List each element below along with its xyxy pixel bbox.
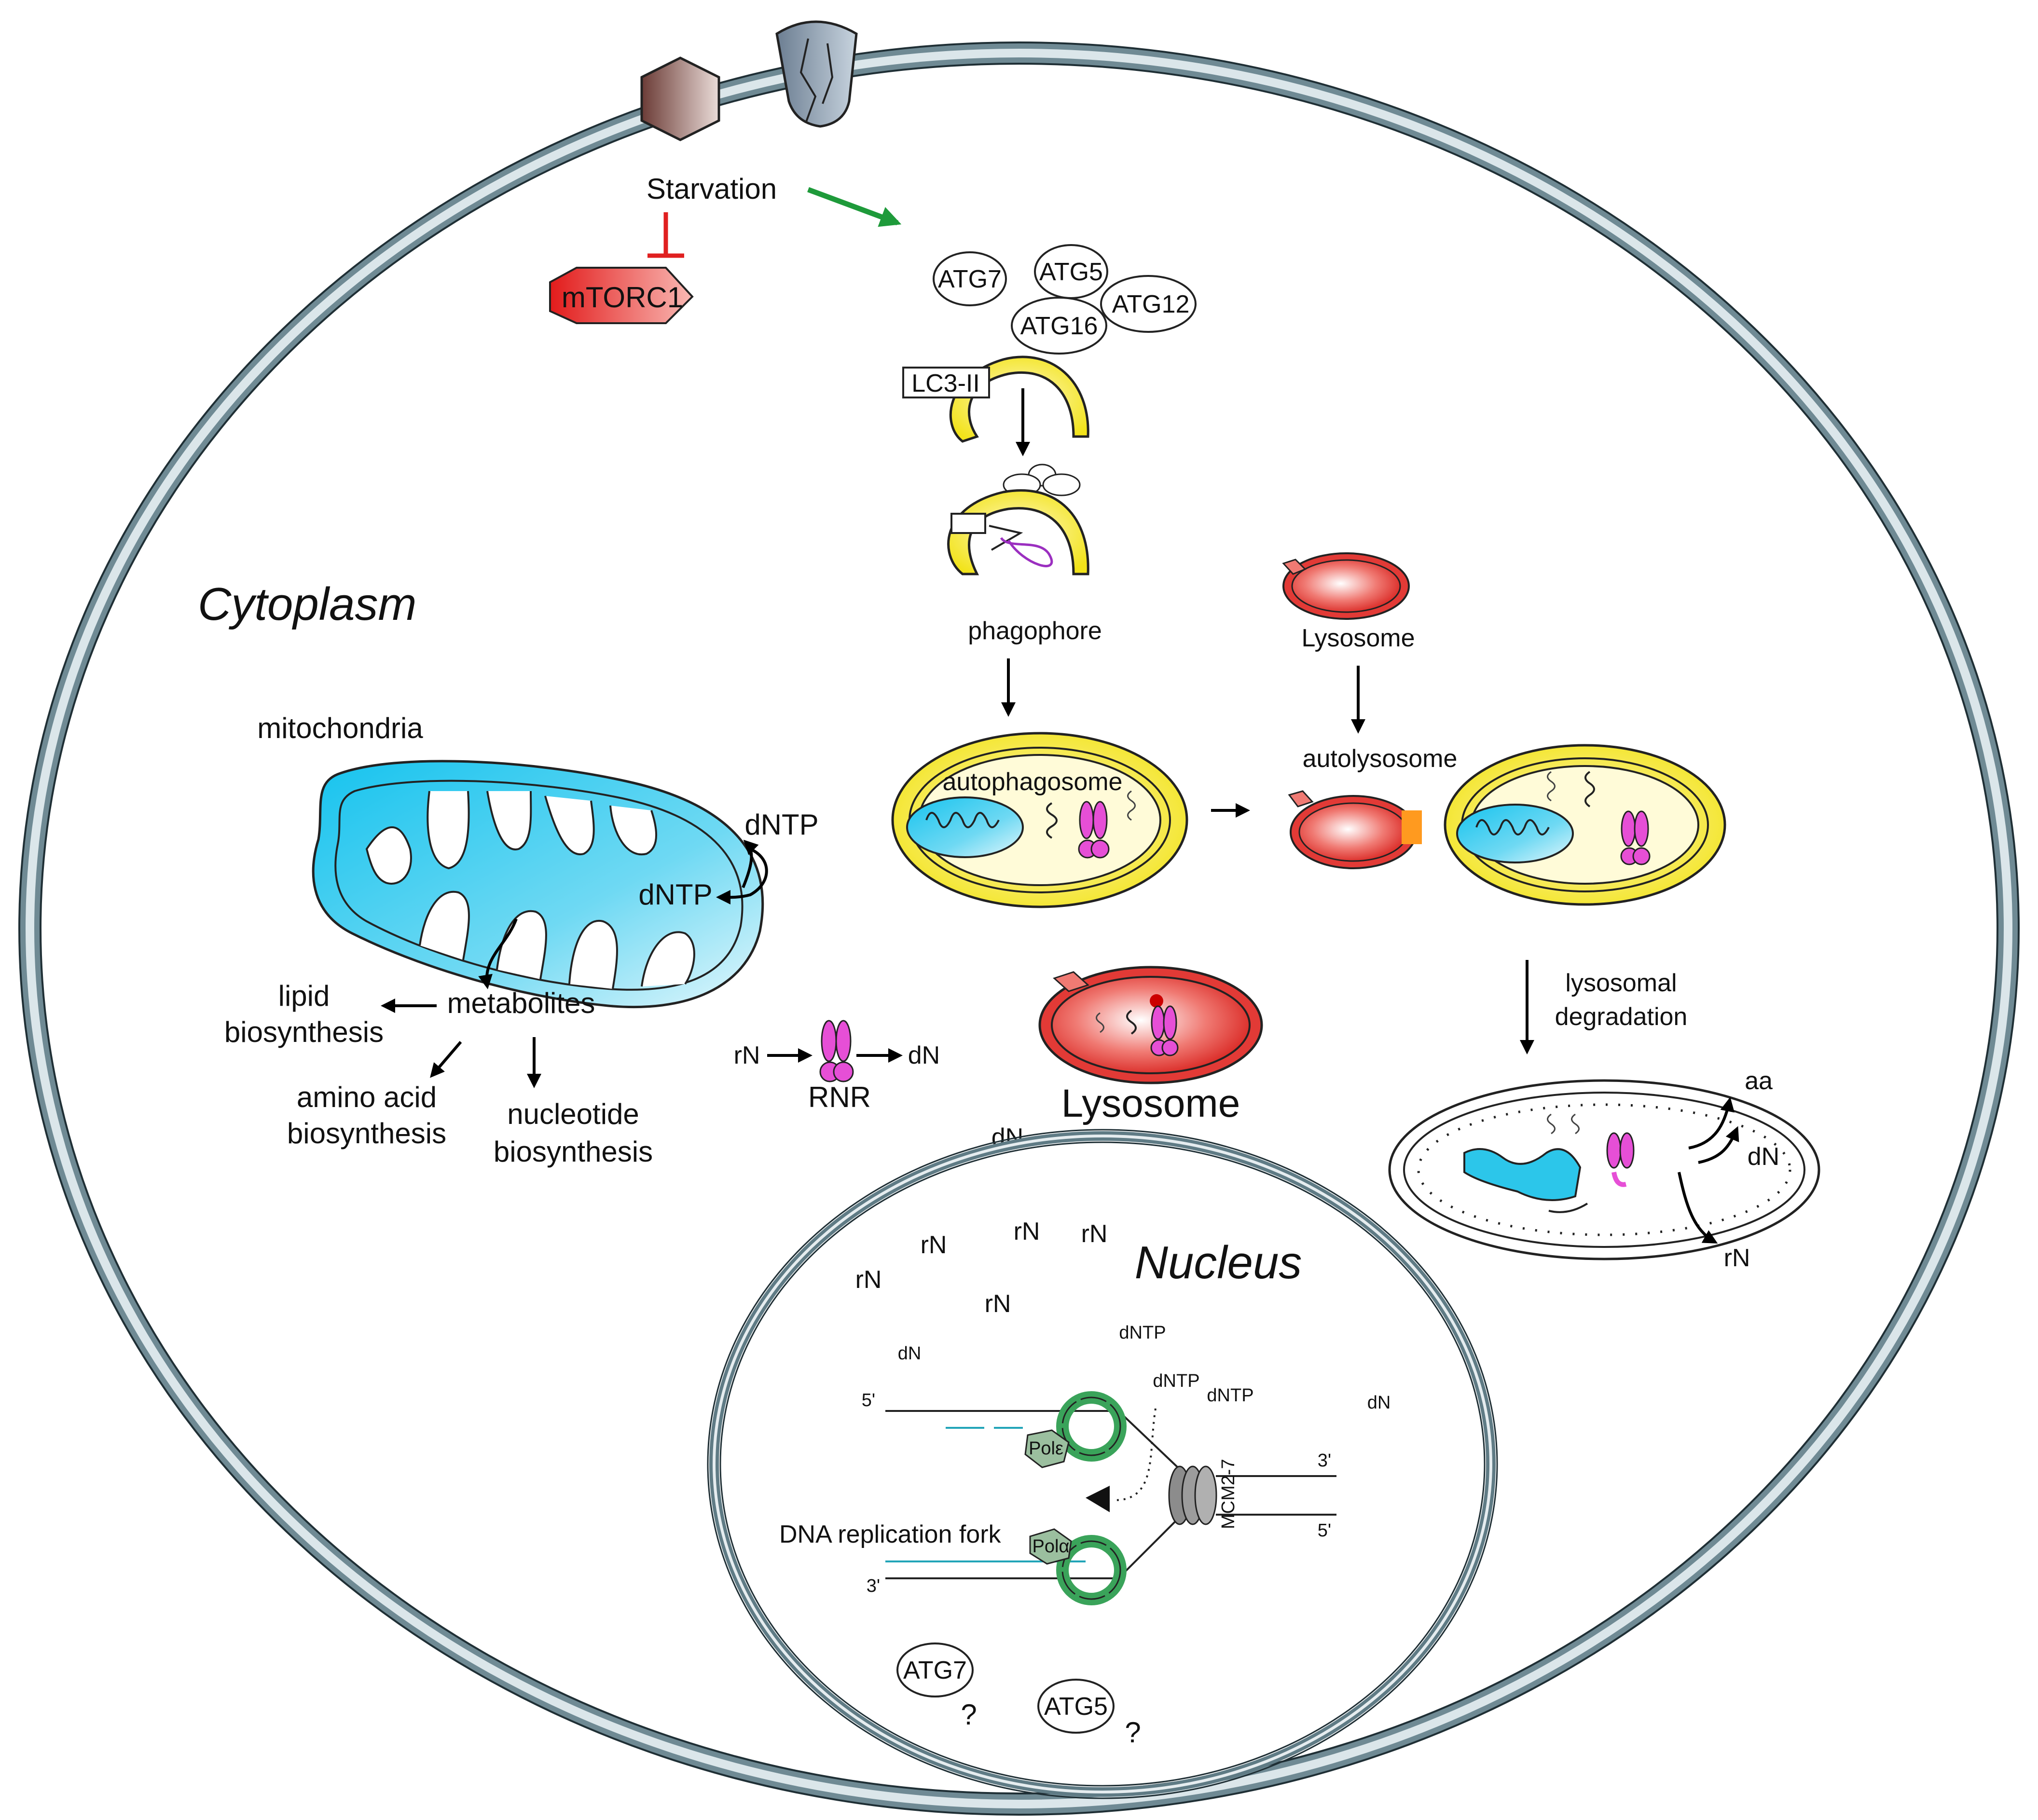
atg12-protein: ATG12 [1100,275,1197,333]
nuclear-envelope [707,1129,1498,1799]
strand-3prime-left: 3' [867,1576,880,1596]
lysosome-middle-label: Lysosome [1061,1081,1240,1125]
atg16-protein: ATG16 [1011,297,1107,355]
nucleus-dntp-1: dNTP [1119,1323,1166,1343]
nucleus-dntp-3: dNTP [1207,1385,1253,1406]
autophagosome: autophagosome [891,732,1188,908]
lipid-label-2: biosynthesis [224,1016,384,1048]
rnr-label: RNR [808,1081,871,1113]
atg16-label: ATG16 [1020,312,1098,340]
nuclear-atg7-label: ATG7 [903,1656,967,1684]
phagophore-label: phagophore [968,617,1102,645]
mito-dntp-outer-label: dNTP [744,808,818,841]
atg12-label: ATG12 [1112,290,1190,318]
membrane-channel-icon [775,20,858,128]
nucleus-dn-1: dN [898,1343,922,1364]
amino-acid-label-2: biosynthesis [287,1117,446,1149]
degradation-label-2: degradation [1555,1003,1688,1031]
engulfed-rnr [1078,801,1110,859]
degradation-label-1: lysosomal [1565,969,1677,997]
nucleus-rn-5: rN [985,1290,1011,1318]
membrane-receptor-icon [640,56,720,141]
nucleus-rn-2: rN [921,1231,947,1259]
amino-acid-arrow [430,1041,462,1078]
autolysosome [1288,744,1726,906]
polymerase-bottom-label: Polα [1033,1536,1070,1557]
lysosome-top-label: Lysosome [1301,624,1415,652]
polymerase-top: Polε [1024,1429,1070,1468]
nucleus-dntp-2: dNTP [1153,1371,1199,1391]
dntp-export-arrow [742,839,759,889]
rnr-input-label: rN [734,1041,760,1069]
strand-5prime-left: 5' [862,1390,875,1410]
nucleus-rn-4: rN [1081,1220,1108,1248]
lc3-ii-label: LC3-II [911,369,980,397]
lysosome-middle [1038,966,1263,1084]
polymerase-bottom: Polα [1029,1528,1072,1565]
nucleotide-label-1: nucleotide [507,1098,639,1130]
mtorc1-label: mTORC1 [562,281,683,314]
atg5-question-mark: ? [1125,1716,1141,1749]
phagophore-engulfing [947,464,1089,575]
lipid-label-1: lipid [278,980,330,1012]
aa-release-arrow [1688,1097,1735,1149]
lysosome-top [1282,552,1410,620]
mito-dntp-inner-label: dNTP [638,878,712,911]
dn-release-label: dN [1748,1143,1779,1171]
mcm-label: MCM2-7 [1218,1459,1239,1529]
nuclear-atg5: ATG5 [1037,1679,1115,1734]
pcna-clamp-top [1056,1391,1127,1462]
rn-release-label: rN [1724,1244,1750,1272]
atg7-protein: ATG7 [933,251,1007,306]
nucleus-label: Nucleus [1135,1237,1302,1288]
inhibition-arrow [647,212,684,258]
replication-fork-label: DNA replication fork [779,1520,1002,1548]
dntp-supply-arrow [1114,1408,1157,1501]
lc3-ii-marker: LC3-II [902,367,990,398]
mtorc1-complex: mTORC1 [549,267,694,324]
nucleus-rn-1: rN [855,1266,882,1294]
strand-3prime-right: 3' [1318,1451,1331,1471]
rnr-output-label: dN [908,1041,940,1069]
starvation-label: Starvation [647,173,777,205]
autolysosome-label: autolysosome [1303,745,1458,773]
mitochondrion [312,760,764,1009]
metabolites-label: metabolites [447,987,595,1019]
mcm-helicase [1168,1465,1217,1525]
aa-label: aa [1745,1067,1773,1095]
atg7-label: ATG7 [938,265,1002,293]
pcna-clamp-bottom [1056,1535,1127,1605]
rnr-enzyme [819,1020,854,1082]
atg5-label: ATG5 [1039,258,1103,286]
nuclear-atg5-label: ATG5 [1044,1693,1108,1721]
polymerase-top-label: Polε [1029,1438,1063,1459]
nuclear-atg7: ATG7 [896,1642,974,1697]
mitochondria-label: mitochondria [257,712,423,744]
nucleotide-label-2: biosynthesis [494,1136,653,1168]
engulfed-mitochondrion [906,796,1024,858]
dntp-supply-arrowhead [1086,1486,1110,1512]
atg5-protein: ATG5 [1034,244,1108,299]
cell-membrane [18,41,2020,1816]
degrading-vesicle [1388,1079,1820,1260]
metabolite-export-arrow [478,918,518,989]
atg7-question-mark: ? [961,1698,977,1731]
activation-arrow [807,187,902,227]
cytoplasm-label: Cytoplasm [198,578,416,630]
nucleus-dn-2: dN [1367,1393,1391,1413]
strand-5prime-right: 5' [1318,1520,1331,1541]
amino-acid-label-1: amino acid [297,1081,437,1113]
dntp-transport-arrow [716,848,768,905]
rn-release-arrow [1678,1172,1718,1244]
dn-release-arrow [1698,1126,1739,1164]
nucleus-rn-3: rN [1014,1218,1040,1245]
autophagosome-label: autophagosome [943,768,1123,796]
